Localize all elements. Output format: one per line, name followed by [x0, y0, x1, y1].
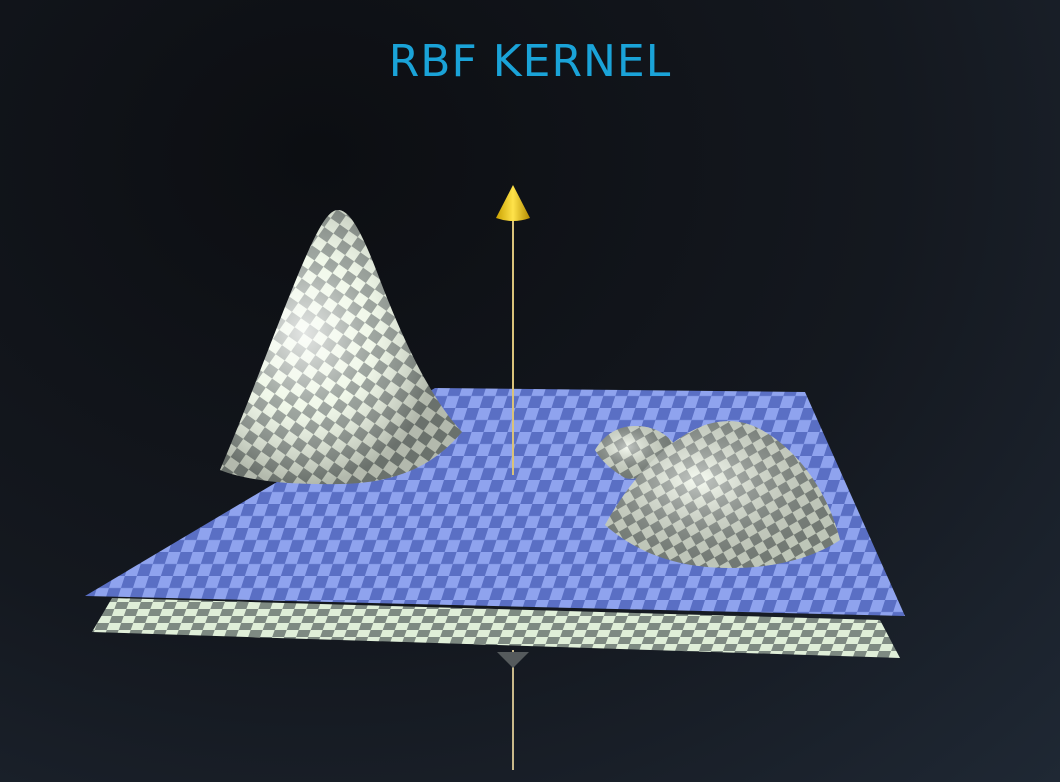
lower-plane	[92, 598, 900, 658]
axis-arrow-icon	[496, 185, 530, 221]
medium-peak	[605, 421, 840, 568]
page-title: RBF KERNEL	[388, 36, 672, 87]
axis-bottom-cone	[497, 652, 529, 668]
large-peak	[220, 210, 462, 485]
